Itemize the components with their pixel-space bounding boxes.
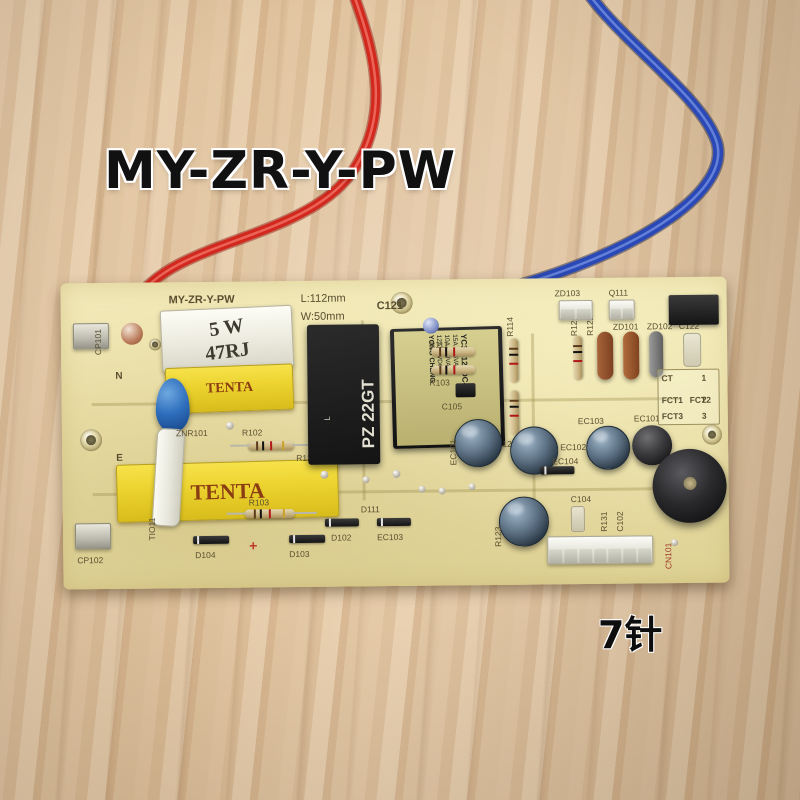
connector-cn104[interactable] [608,299,635,320]
silk-znr101: ZNR101 [175,427,208,439]
solder-joint [468,483,476,491]
varistor-znr101 [151,427,186,528]
silk-width: W:50mm [300,310,345,323]
terminal-clip-cp101 [72,322,110,350]
silk-r103: R103 [248,497,270,508]
resistor-r121 [572,336,583,381]
connector-cn103[interactable] [558,299,593,321]
resistor-r103 [244,509,295,519]
silk-r102: R102 [241,427,263,438]
silk-zd102: EC104 [552,456,579,467]
transformer: PZ 22GT L [306,324,381,465]
silk-fct-3-num: 3 [701,410,707,421]
transistor-q111 [455,383,476,398]
solder-joint [392,469,401,479]
buzzer [652,448,727,524]
connector-cn101-7pin[interactable] [547,535,654,565]
terminal-clip-cp102 [74,522,112,550]
resistor-r112 [431,365,476,375]
blue-wire [430,0,723,327]
connector-black-2pin[interactable] [668,294,719,326]
silk-r112: R103 [429,377,450,388]
silk-r131: C102 [614,511,626,532]
silk-ec101: EC101 [448,439,459,466]
silk-cn101: CN101 [663,542,674,570]
silk-tio11: TIO11 [146,517,158,541]
silk-fct1: FCT1 [661,394,683,406]
silk-r114: R114 [504,317,515,337]
red-wire-solder-point [120,322,144,345]
capacitor-c122 [596,331,614,380]
diode-zd102 [540,466,575,475]
buzzer-hole [682,476,697,490]
diode-zd101 [376,517,411,527]
solder-joint [671,539,679,547]
solder-joint [320,470,329,479]
mounting-hole [79,429,103,452]
solder-joint [438,487,446,495]
silk-marker-plus: + [249,537,258,554]
solder-joint [418,485,426,493]
silk-d103: D103 [289,548,310,560]
silk-d111: D111 [360,504,380,515]
resistor-r102 [248,441,295,451]
silk-ic101: L [322,416,332,421]
diode-d103 [289,534,326,544]
silk-n: E [116,452,123,464]
silk-k111: C121 [376,299,404,313]
silk-cn103: ZD103 [554,288,581,299]
silk-ec103: EC103 [577,415,604,427]
capacitor-c121 [682,332,702,367]
resistor-r111 [509,390,520,435]
pcb-board: MY-ZR-Y-PW L:112mm VER:M1.0 2012-02-25 W… [60,276,730,590]
diode-d104 [193,535,230,545]
silk-l: N [115,370,123,382]
blue-wire-highlight [433,0,720,324]
silk-cn104: Q111 [608,287,629,298]
silk-length: L:112mm [300,292,346,305]
diode-d102 [324,518,359,527]
red-wire-highlight [131,0,378,332]
silk-r113: R111 [429,339,449,350]
capacitor-ec103 [585,425,631,470]
silk-c104: R131 [598,511,610,532]
silk-cp101: CP101 [92,329,104,356]
silk-d122: ZD101 [612,321,639,332]
silk-zd101: EC103 [377,531,404,543]
diode-d122 [622,331,640,380]
transformer-label: PZ 22GT [358,379,379,449]
resistor-r114 [509,338,519,383]
blue-wire-solder-point [422,317,439,334]
silk-model: MY-ZR-Y-PW [168,293,235,307]
silk-q111: C105 [441,401,463,412]
silk-fct2: FCT2 [689,394,711,405]
power-resistor-47rj: 5 W 47RJ [159,304,295,373]
silk-c123: EC101 [633,413,660,424]
overlay-pin-note: 7针 [598,613,663,657]
silk-ct: CT [661,373,673,384]
blue-wire-shadow [428,0,725,329]
solder-joint [225,421,234,430]
silk-ec102: EC102 [560,441,587,453]
solder-joint [362,476,370,484]
silk-fct-2-num: 2 [701,394,707,405]
mounting-hole [701,424,723,445]
silk-c105: C104 [570,493,592,505]
silk-fct3: FCT3 [661,410,684,422]
silk-d104: D104 [195,549,216,561]
silk-c103: R123 [492,526,504,547]
capacitor-ec101 [453,418,503,468]
pad [148,338,162,351]
tenta-large-text: TENTA [190,477,266,505]
silk-fct-1-num: 1 [701,372,707,383]
silk-d102: D102 [331,532,352,543]
capacitor-c105 [570,506,586,533]
overlay-title: MY-ZR-Y-PW [104,141,457,201]
silk-cp102: CP102 [77,555,104,566]
capacitor-ec104 [498,496,550,547]
